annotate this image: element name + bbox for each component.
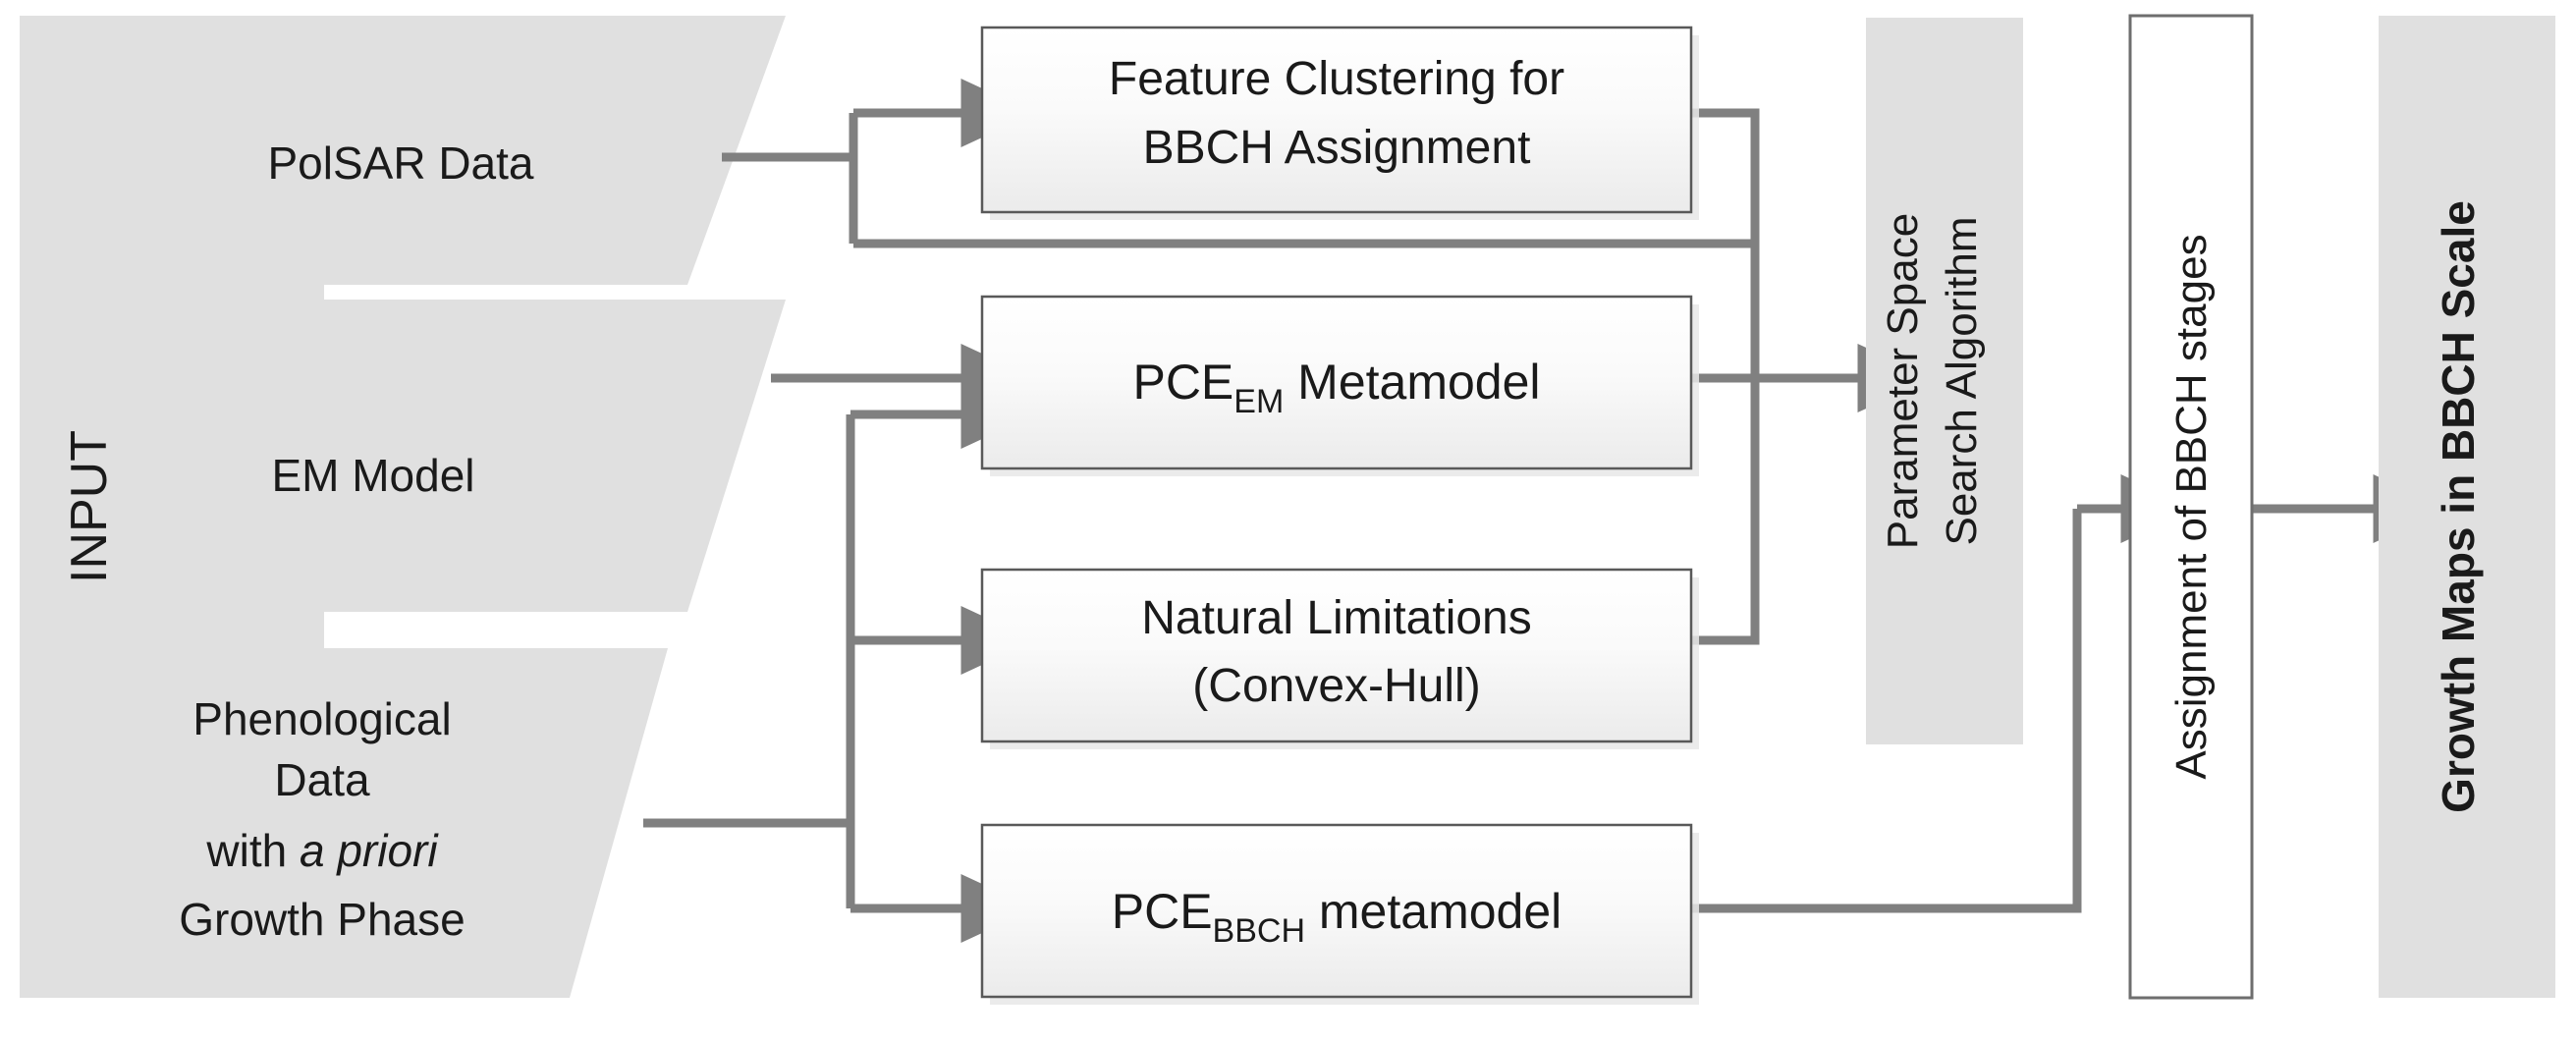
input-shape-phenological[interactable] — [20, 648, 668, 998]
input-label-em-model: EM Model — [271, 450, 474, 501]
input-label-phenological: Phenological Data with a priori Growth P… — [179, 693, 465, 945]
phenological-line-4: Growth Phase — [179, 894, 465, 945]
parameter-space-background — [1866, 18, 2023, 744]
growth-maps-background — [2379, 16, 2555, 998]
stage-growth-maps-bbch-scale[interactable]: Growth Maps in BBCH Scale — [2379, 16, 2555, 998]
stage-parameter-space-search[interactable]: Parameter Space Search Algorithm — [1866, 18, 2023, 744]
input-panel: INPUT PolSAR Data EM Model Phenological … — [20, 16, 786, 998]
connector-layer — [643, 78, 2447, 944]
pce-bbch-subscript: BBCH — [1213, 912, 1305, 950]
pce-bbch-suffix: metamodel — [1305, 884, 1562, 939]
pce-em-suffix: Metamodel — [1284, 355, 1540, 410]
phenological-line-3-plain: with — [205, 825, 300, 876]
growth-maps-label: Growth Maps in BBCH Scale — [2433, 200, 2484, 813]
phenological-line-1: Phenological — [192, 693, 451, 744]
process-box-pce-em-metamodel[interactable]: PCEEM Metamodel — [980, 295, 1699, 476]
feature-clustering-line-1: Feature Clustering for — [1109, 53, 1564, 105]
pce-em-subscript: EM — [1233, 383, 1284, 420]
natural-limitations-line-2: (Convex-Hull) — [1192, 660, 1480, 712]
feature-clustering-line-2: BBCH Assignment — [1143, 122, 1531, 174]
pce-em-label: PCEEM Metamodel — [1132, 355, 1540, 420]
input-panel-label: INPUT — [61, 430, 118, 583]
phenological-line-3-italic: a priori — [300, 825, 439, 876]
assignment-label: Assignment of BBCH stages — [2167, 234, 2216, 779]
connector-pce-bbch-out — [1692, 509, 2082, 913]
pce-bbch-label: PCEBBCH metamodel — [1112, 884, 1562, 950]
input-shape-polsar[interactable] — [20, 16, 786, 285]
feature-clustering-surface — [980, 26, 1693, 214]
natural-limitations-surface — [980, 568, 1693, 743]
parameter-space-line-1: Parameter Space — [1879, 213, 1927, 549]
phenological-line-2: Data — [274, 754, 370, 805]
pce-bbch-prefix: PCE — [1112, 884, 1213, 939]
input-label-polsar: PolSAR Data — [267, 137, 533, 189]
stage-assignment-bbch-stages[interactable]: Assignment of BBCH stages — [2128, 14, 2254, 1000]
connector-feature-clustering-out — [1692, 108, 1760, 378]
pce-em-prefix: PCE — [1132, 355, 1233, 410]
connector-natural-limitations-out — [1692, 378, 1760, 645]
pce-em-surface — [980, 295, 1693, 470]
parameter-space-line-2: Search Algorithm — [1938, 216, 1986, 545]
process-box-natural-limitations[interactable]: Natural Limitations (Convex-Hull) — [980, 568, 1699, 749]
process-box-pce-bbch-metamodel[interactable]: PCEBBCH metamodel — [980, 823, 1699, 1005]
pce-bbch-surface — [980, 823, 1693, 999]
phenological-line-3: with a priori — [205, 825, 439, 876]
assignment-background — [2128, 14, 2254, 1000]
natural-limitations-line-1: Natural Limitations — [1141, 592, 1532, 644]
process-box-feature-clustering[interactable]: Feature Clustering for BBCH Assignment — [980, 26, 1699, 220]
input-shape-em-model[interactable] — [20, 300, 786, 612]
